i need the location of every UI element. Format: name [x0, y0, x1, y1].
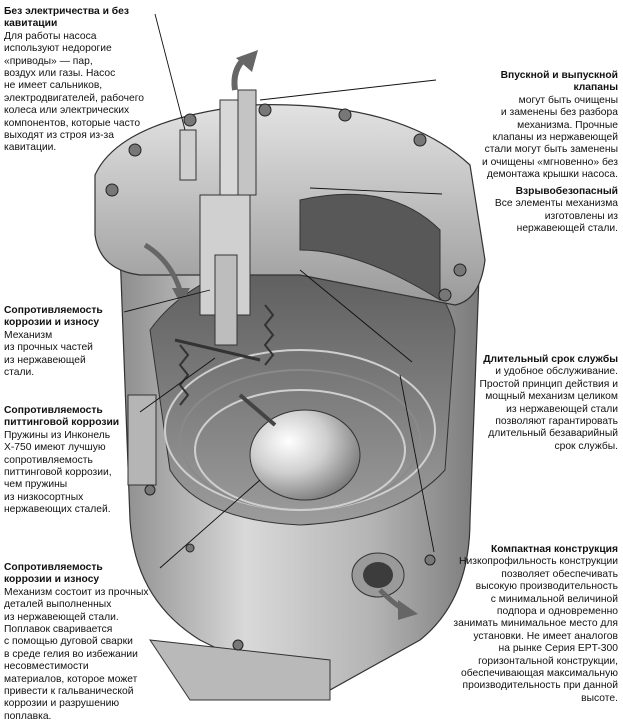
inlet-arrow-icon	[172, 288, 190, 305]
callout-body: и удобное обслуживание. Простой принцип …	[479, 366, 618, 452]
callout-long-service-life: Длительный срок службы и удобное обслужи…	[412, 354, 618, 453]
callout-body: Для работы насоса используют недорогие «…	[4, 30, 144, 154]
callout-title: Взрывобезопасный	[515, 186, 618, 197]
callout-title: Сопротивляемость питтинговой коррозии	[4, 405, 120, 429]
callout-pitting-corrosion: Сопротивляемость питтинговой коррозии Пр…	[4, 405, 154, 517]
callout-compact-design: Компактная конструкция Низкопрофильность…	[436, 544, 618, 705]
callout-float-corrosion: Сопротивляемость коррозии и износу Механ…	[4, 562, 184, 723]
callout-body: Механизм состоит из прочных деталей выпо…	[4, 586, 149, 722]
callout-title: Компактная конструкция	[490, 544, 618, 555]
callout-title: Впускной и выпускной клапаны	[500, 70, 618, 94]
float-ball	[249, 409, 361, 501]
valves-assembly	[179, 50, 258, 196]
outlet-arrow-icon	[236, 50, 258, 72]
callout-explosion-proof: Взрывобезопасный Все элементы механизма …	[444, 186, 618, 236]
callout-no-electricity: Без электричества и без кавитации Для ра…	[4, 6, 174, 155]
callout-body: Механизм из прочных частей из нержавеюще…	[4, 329, 93, 379]
spring-right	[263, 304, 275, 366]
callout-body: Все элементы механизма изготовлены из не…	[494, 198, 618, 235]
callout-title: Сопротивляемость коррозии и износу	[4, 305, 103, 329]
mechanism	[143, 194, 418, 620]
callout-title: Сопротивляемость коррозии и износу	[4, 562, 103, 586]
callout-body: Пружины из Инконель X-750 имеют лучшую с…	[4, 429, 112, 516]
callout-valves: Впускной и выпускной клапаны могут быть …	[438, 70, 618, 182]
callout-title: Длительный срок службы	[483, 354, 618, 365]
discharge-arrow-icon	[398, 600, 418, 620]
callout-title: Без электричества и без кавитации	[4, 6, 130, 30]
callout-mechanism-corrosion: Сопротивляемость коррозии и износу Механ…	[4, 305, 134, 379]
spring-left	[178, 344, 190, 406]
leader-lines	[123, 13, 443, 569]
callout-body: могут быть очищены и заменены без разбор…	[481, 94, 618, 181]
callout-body: Низкопрофильность конструкции позволяет …	[453, 556, 618, 704]
